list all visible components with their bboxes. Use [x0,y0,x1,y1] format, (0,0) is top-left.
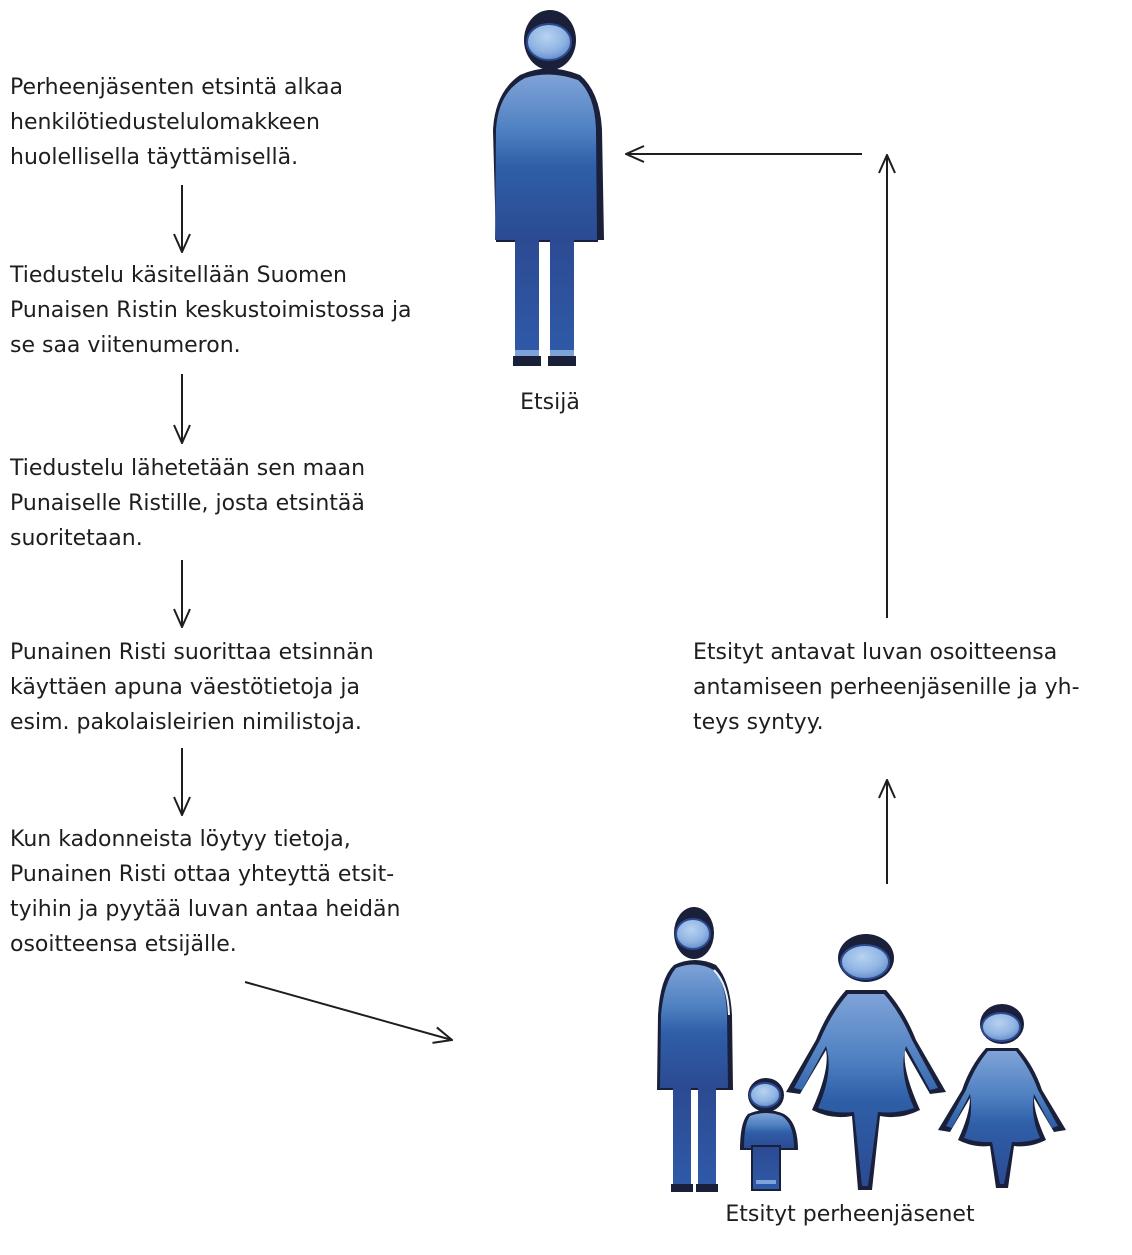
step-5-line-2: Punainen Risti ottaa yhteyttä etsit- [10,862,395,887]
family-child-icon [740,1078,798,1191]
step-5-line-4: osoitteensa etsijälle. [10,932,237,957]
family-man-icon [657,907,733,1192]
step-3-line-3: suoritetaan. [10,526,143,551]
consent-note-line-2: antamiseen perheenjäsenille ja yh- [693,675,1080,700]
arrow-to-family [244,981,452,1040]
step-5-line-1: Kun kadonneista löytyy tietoja, [10,827,351,852]
step-4-line-1: Punainen Risti suorittaa etsinnän [10,640,374,665]
step-2-line-2: Punaisen Ristin keskustoimistossa ja [10,298,412,323]
step-3-line-2: Punaiselle Ristille, josta etsintää [10,491,365,516]
step-1-text: Perheenjäsenten etsintä alkaa henkilötie… [10,70,480,175]
step-2-line-1: Tiedustelu käsitellään Suomen [10,263,347,288]
family-woman-icon [786,934,946,1190]
step-3-text: Tiedustelu lähetetään sen maan Punaisell… [10,451,480,556]
step-1-line-3: huolellisella täyttämisellä. [10,145,299,170]
step-1-line-2: henkilötiedustelulomakkeen [10,110,320,135]
family-caption: Etsityt perheenjäsenet [725,1202,975,1227]
seeker-person-icon [493,10,604,366]
consent-note-line-1: Etsityt antavat luvan osoitteensa [693,640,1058,665]
seeker-caption: Etsijä [520,390,580,415]
step-4-line-2: käyttäen apuna väestötietoja ja [10,675,360,700]
step-3-line-1: Tiedustelu lähetetään sen maan [10,456,366,481]
consent-note-line-3: teys syntyy. [693,710,824,735]
step-4-line-3: esim. pakolaisleirien nimilistoja. [10,710,362,735]
step-2-line-3: se saa viitenumeron. [10,333,241,358]
family-girl-icon [938,1004,1066,1188]
step-2-text: Tiedustelu käsitellään Suomen Punaisen R… [10,258,480,363]
step-4-text: Punainen Risti suorittaa etsinnän käyttä… [10,635,480,740]
step-5-text: Kun kadonneista löytyy tietoja, Punainen… [10,822,480,962]
step-5-line-3: tyihin ja pyytää luvan antaa heidän [10,897,401,922]
consent-note: Etsityt antavat luvan osoitteensa antami… [693,635,1123,740]
step-1-line-1: Perheenjäsenten etsintä alkaa [10,75,343,100]
